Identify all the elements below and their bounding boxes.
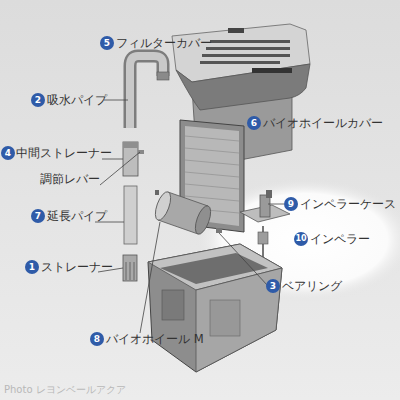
- callout-number: 6: [247, 116, 261, 130]
- biowheel: [152, 190, 214, 236]
- part-label: バイオホイールカバー: [263, 116, 383, 130]
- middle-strainer: [123, 142, 144, 176]
- callout-number: 3: [266, 279, 280, 293]
- callout-number: 5: [100, 36, 114, 50]
- callout-number: 1: [25, 260, 39, 274]
- part-label: ベアリング: [282, 279, 342, 293]
- callout-number: 2: [31, 93, 45, 107]
- part-label: インペラー: [310, 232, 370, 246]
- callout-number: 10: [294, 232, 308, 246]
- part-label: ストレーナー: [41, 260, 113, 274]
- part-label: バイオホイール M: [106, 332, 204, 346]
- filter-body: [148, 244, 282, 372]
- part-label: 中間ストレーナー: [16, 146, 112, 160]
- part-label: フィルターカバー: [116, 36, 212, 50]
- bearing: [216, 228, 222, 233]
- extension-pipe: [124, 186, 137, 244]
- part-label: インペラーケース: [300, 197, 396, 211]
- part-label: 延長パイプ: [47, 209, 107, 223]
- leader-lines: [95, 100, 284, 333]
- impeller-case: [240, 190, 290, 222]
- part-label: 吸水パイプ: [47, 93, 107, 107]
- strainer: [123, 255, 137, 281]
- part-label: 調節レバー: [40, 172, 100, 186]
- callout-number: 9: [284, 197, 298, 211]
- intake-pipe: [130, 56, 169, 128]
- callout-number: 7: [31, 209, 45, 223]
- callout-number: 4: [1, 146, 15, 160]
- callout-number: 8: [90, 332, 104, 346]
- impeller: [258, 226, 268, 258]
- watermark: Photo レヨンベールアクア: [4, 384, 126, 396]
